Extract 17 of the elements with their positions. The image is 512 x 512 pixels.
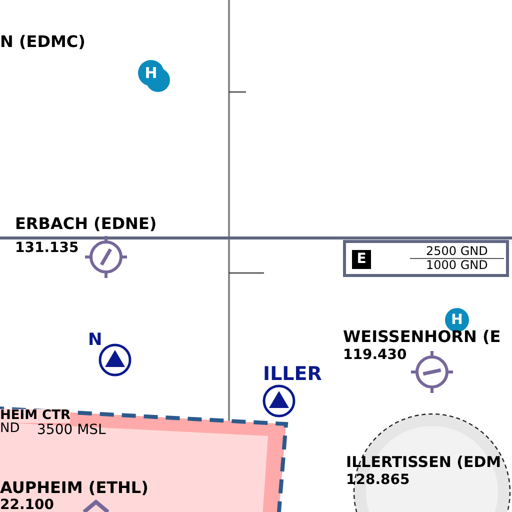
airfield-name: ERBACH (EDNE): [15, 215, 157, 233]
upper-limit: 2500 GND: [410, 245, 504, 260]
airspace-class-letter: E: [352, 250, 371, 269]
airspace-class-box: [343, 240, 509, 277]
airfield-name: AUPHEIM (ETHL): [0, 479, 148, 497]
frequency-text: 119.430: [343, 348, 407, 364]
lower-limit: ND: [0, 422, 20, 436]
frequency-text: 22.100: [0, 498, 54, 512]
reporting-point-name: N: [88, 331, 102, 350]
frequency-text: 128.865: [346, 473, 410, 488]
reporting-point-name: ILLER: [263, 364, 322, 385]
heliport-icon: H: [138, 60, 164, 86]
airfield-name: N (EDMC): [0, 33, 86, 51]
lower-limit: 1000 GND: [426, 259, 488, 272]
airspace-name: HEIM CTR: [0, 409, 70, 424]
upper-limit: 3500 MSL: [37, 423, 106, 438]
airfield-name: ILLERTISSEN (EDM: [346, 454, 502, 470]
